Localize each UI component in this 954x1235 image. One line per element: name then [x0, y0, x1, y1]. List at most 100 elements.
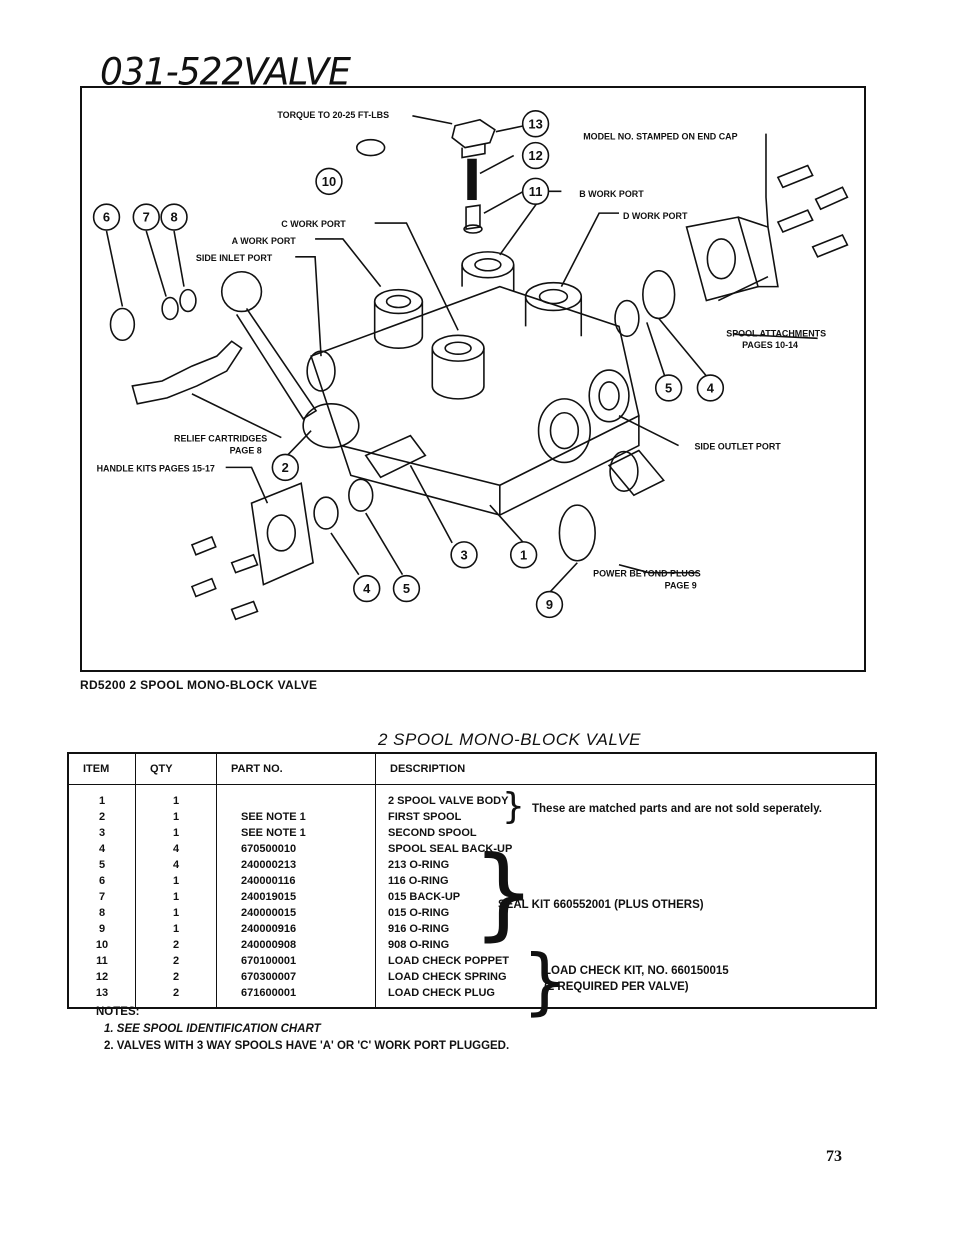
- item-number: 5: [665, 380, 672, 395]
- brace-load-check: }: [522, 939, 568, 1023]
- callout-relief-cartridges: RELIEF CARTRIDGES: [174, 434, 267, 444]
- note-seal-kit: SEAL KIT 660552001 (PLUS OTHERS): [498, 899, 704, 911]
- table-cell-description: LOAD CHECK PLUG: [388, 987, 495, 999]
- note-load-check-required: (2 REQUIRED PER VALVE): [544, 981, 689, 993]
- brace-seal-kit: }: [472, 834, 536, 951]
- table-cell-item: 3: [98, 827, 106, 839]
- table-cell-item: 7: [98, 891, 106, 903]
- item-number: 4: [707, 380, 715, 395]
- bolts-left: [190, 535, 259, 621]
- valve-drawing: TORQUE TO 20-25 FT-LBS MODEL NO. STAMPED…: [92, 110, 849, 621]
- table-cell-part-no: 240000015: [241, 907, 297, 919]
- oring-10: [356, 138, 386, 157]
- end-cap: [685, 216, 760, 302]
- header-qty: QTY: [135, 753, 217, 785]
- c-work-port: [373, 288, 424, 315]
- item-number: 11: [529, 184, 543, 199]
- callout-side-inlet-port: SIDE INLET PORT: [196, 253, 273, 263]
- table-cell-description: LOAD CHECK POPPET: [388, 955, 510, 967]
- valve-body: [310, 285, 640, 487]
- header-item: ITEM: [68, 753, 136, 785]
- callout-power-beyond-plugs: POWER BEYOND PLUGS: [593, 569, 701, 579]
- table-cell-description: 2 SPOOL VALVE BODY: [388, 795, 509, 807]
- table-cell-description: FIRST SPOOL: [388, 811, 462, 823]
- table-cell-part-no: SEE NOTE 1: [241, 811, 306, 823]
- note-2: 2. VALVES WITH 3 WAY SPOOLS HAVE 'A' OR …: [104, 1040, 510, 1052]
- table-cell-part-no: [217, 793, 375, 809]
- header-description: DESCRIPTION: [375, 753, 876, 785]
- item-number: 3: [460, 547, 467, 562]
- description-column: 2 SPOOL VALVE BODY FIRST SPOOL SECOND SPOO…: [376, 785, 877, 1018]
- relief-cartridge: [131, 340, 243, 405]
- item-number: 6: [103, 210, 110, 225]
- item-number: 13: [528, 116, 542, 131]
- callout-d-work-port: D WORK PORT: [623, 211, 688, 221]
- table-cell-qty: 2: [172, 971, 180, 983]
- note-1: 1. SEE SPOOL IDENTIFICATION CHART: [104, 1023, 321, 1035]
- table-cell-description: 213 O-RING: [388, 859, 450, 871]
- table-cell-description: SECOND SPOOL: [388, 827, 477, 839]
- table-cell-item: 12: [95, 971, 109, 983]
- diagram-caption: RD5200 2 SPOOL MONO-BLOCK VALVE: [80, 678, 318, 692]
- table-cell-item: 2: [98, 811, 106, 823]
- handle-knob: [220, 270, 263, 313]
- notes-block: NOTES: 1. SEE SPOOL IDENTIFICATION CHART…: [96, 1004, 510, 1055]
- table-cell-qty: 1: [172, 811, 180, 823]
- page-number: 73: [826, 1148, 842, 1165]
- exploded-valve-diagram: TORQUE TO 20-25 FT-LBS MODEL NO. STAMPED…: [80, 86, 866, 672]
- table-cell-qty: 1: [172, 923, 180, 935]
- item-number: 12: [528, 148, 542, 163]
- table-cell-item: 10: [95, 939, 109, 951]
- notes-heading: NOTES:: [96, 1006, 140, 1018]
- table-cell-part-no: 670100001: [241, 955, 297, 967]
- item-number: 9: [546, 597, 553, 612]
- table-cell-description: LOAD CHECK SPRING: [388, 971, 507, 983]
- front-plate: [250, 482, 314, 586]
- table-cell-item: 9: [98, 923, 106, 935]
- table-cell-part-no: 671600001: [241, 987, 297, 999]
- table-cell-description: 116 O-RING: [388, 875, 449, 887]
- table-cell-description: 916 O-RING: [388, 923, 450, 935]
- table-cell-part-no: 240000116: [241, 875, 296, 887]
- item-number: 2: [282, 460, 289, 475]
- callout-side-outlet-port: SIDE OUTLET PORT: [694, 442, 781, 452]
- table-cell-description: 015 BACK-UP: [388, 891, 461, 903]
- table-cell-qty: 2: [172, 955, 180, 967]
- table-cell-item: 13: [95, 987, 109, 999]
- table-cell-item: 5: [98, 859, 106, 871]
- item-number: 10: [322, 174, 336, 189]
- table-cell-qty: 2: [172, 987, 180, 999]
- spool-end: [364, 434, 427, 479]
- item-number: 1: [520, 547, 527, 562]
- table-cell-item: 8: [98, 907, 106, 919]
- item-number: 5: [403, 581, 410, 596]
- table-cell-part-no: 240000916: [241, 923, 297, 935]
- table-cell-description: 015 O-RING: [388, 907, 450, 919]
- table-cell-part-no: 240000213: [241, 859, 297, 871]
- callout-c-work-port: C WORK PORT: [281, 219, 346, 229]
- table-cell-item: 11: [96, 955, 108, 967]
- table-cell-qty: 1: [172, 891, 180, 903]
- bolts-right: [776, 164, 849, 258]
- callout-model-no: MODEL NO. STAMPED ON END CAP: [583, 132, 737, 142]
- callout-a-work-port: A WORK PORT: [232, 236, 297, 246]
- table-cell-item: 6: [98, 875, 106, 887]
- plug-13: [451, 118, 496, 149]
- callout-torque: TORQUE TO 20-25 FT-LBS: [277, 110, 389, 120]
- spring-12: [467, 158, 477, 201]
- table-cell-part-no: 670500010: [241, 843, 297, 855]
- table-cell-item: 4: [98, 843, 106, 855]
- table-cell-qty: 4: [172, 843, 180, 855]
- note-matched-parts: These are matched parts and are not sold…: [532, 803, 822, 815]
- table-header-row: ITEM QTY PART NO. DESCRIPTION: [68, 753, 876, 785]
- handle-lever: [235, 308, 318, 420]
- table-cell-description: SPOOL SEAL BACK-UP: [388, 843, 513, 855]
- table-title: 2 SPOOL MONO-BLOCK VALVE: [378, 730, 642, 749]
- callout-power-beyond-page: PAGE 9: [665, 581, 697, 591]
- table-cell-description: 908 O-RING: [388, 939, 450, 951]
- callout-spool-attachments: SPOOL ATTACHMENTS: [726, 328, 826, 338]
- table-cell-qty: 1: [172, 827, 180, 839]
